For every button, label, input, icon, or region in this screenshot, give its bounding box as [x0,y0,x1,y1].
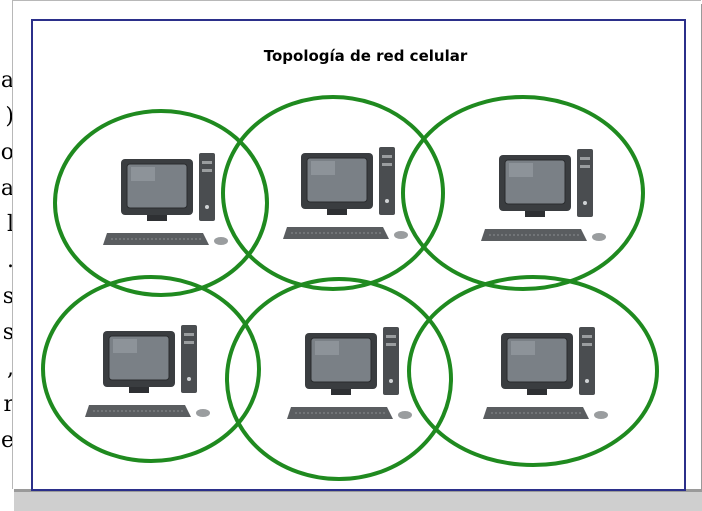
bg-text-line: s [2,284,14,309]
cell-coverage-ring [221,95,445,291]
diagram-panel: Topología de red celular [31,19,686,491]
computer-6-icon [483,327,608,419]
bg-text-line: e [0,428,14,453]
bg-text-line: a [0,176,14,201]
bg-text-line: r [3,392,14,417]
cellular-topology-diagram [41,95,659,481]
computer-5-icon [287,327,412,419]
diagram-title: Topología de red celular [263,47,468,65]
cell-coverage-ring [41,275,261,463]
bg-text-line: l [6,212,14,237]
figure-frame: Topología de red celular [12,0,701,491]
cell-coverage-ring [53,109,269,297]
bg-text-line: s [2,320,14,345]
bottom-scroll-strip [14,492,702,511]
computer-4-icon [85,325,210,417]
computer-3-icon [481,149,606,241]
cell-coverage-ring [401,95,645,291]
computer-2-icon [283,147,408,239]
bg-text-line: a [0,68,14,93]
bg-text-line: ) [5,104,14,129]
bg-text-line: o [0,140,14,165]
bg-text-line: , [7,356,14,381]
bg-text-line: . [7,248,14,273]
computer-1-icon [103,153,228,245]
cell-coverage-ring [225,277,453,481]
cell-coverage-ring [407,275,659,467]
